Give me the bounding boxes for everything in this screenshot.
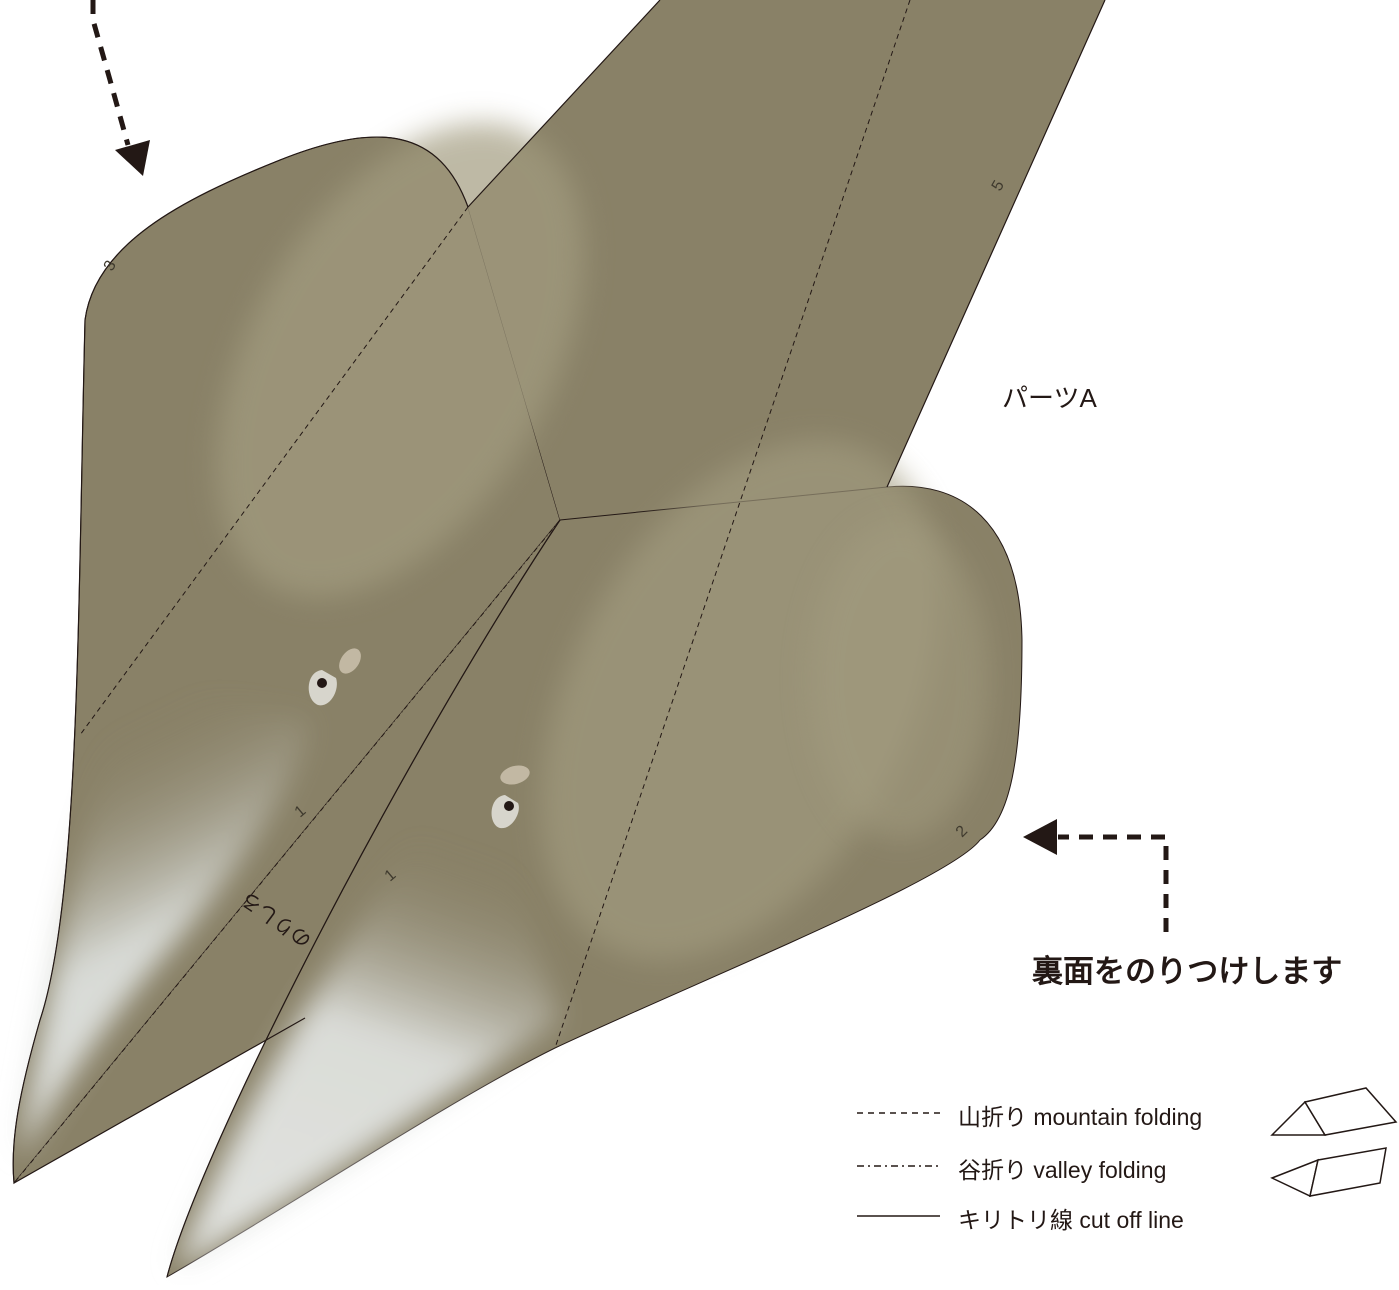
eye-icon	[491, 765, 530, 829]
mountain-fold-line-2	[79, 206, 469, 736]
right-tip-highlight	[175, 830, 560, 1270]
left-tip-highlight	[18, 680, 310, 1160]
strip-right-edge	[166, 0, 1106, 1278]
mountain-fold-line-1	[554, 0, 911, 1049]
legend-mountain-label: 山折り mountain folding	[958, 1104, 1203, 1130]
legend-valley-label: 谷折り valley folding	[958, 1157, 1167, 1183]
outer-cut-line	[12, 136, 469, 1184]
glue-instruction: 裏面をのりつけします	[1032, 954, 1343, 989]
eye-icon	[308, 648, 361, 706]
arrow-down-icon	[90, 0, 150, 176]
mountain-fold-icon	[1270, 1087, 1398, 1136]
part-label: パーツA	[1002, 383, 1097, 413]
legend-cut-label: キリトリ線 cut off line	[958, 1207, 1184, 1233]
valley-fold-icon	[1270, 1147, 1387, 1198]
arrow-left-icon	[1023, 819, 1169, 932]
